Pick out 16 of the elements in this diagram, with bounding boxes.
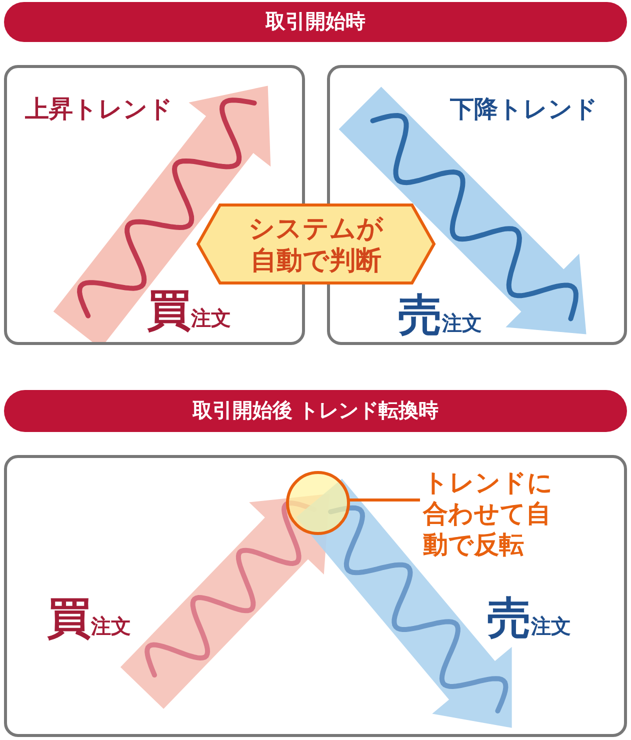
trend-label: 下降トレンド	[450, 95, 598, 125]
leader-line	[347, 498, 420, 502]
header-text: 取引開始後 トレンド転換時	[192, 399, 438, 424]
panel	[4, 455, 627, 737]
header-text: 取引開始時	[266, 10, 366, 35]
order-label: 買注文	[147, 285, 231, 337]
callout-text: トレンドに合わせて自動で反転	[423, 468, 583, 568]
header-band	[4, 390, 627, 432]
order-label: 売注文	[487, 593, 571, 645]
header-band	[4, 2, 627, 42]
order-label: 買注文	[47, 593, 131, 645]
badge-text: システムが自動で判断	[248, 212, 384, 276]
order-label: 売注文	[398, 290, 482, 342]
hexagon-badge	[196, 203, 436, 285]
trend-label: 上昇トレンド	[25, 95, 173, 125]
panel	[4, 65, 305, 345]
